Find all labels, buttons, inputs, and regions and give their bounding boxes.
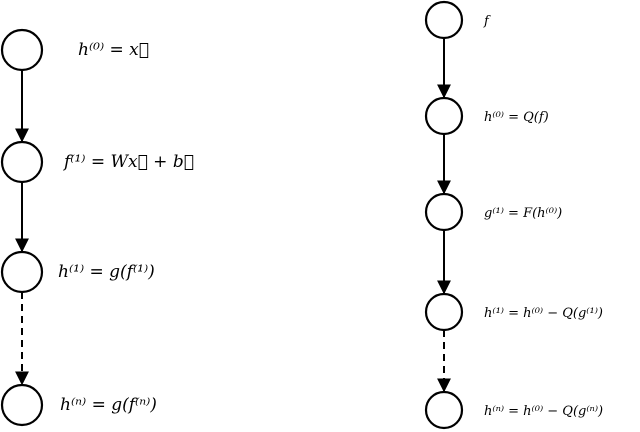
left-node-2 (0, 250, 44, 294)
right-node-0 (424, 0, 464, 40)
right-node-4 (424, 390, 464, 430)
left-node-2-label: h⁽¹⁾ = g(f⁽¹⁾) (58, 262, 155, 282)
right-node-0-label: f (483, 14, 491, 29)
right-node-4-label: h⁽ⁿ⁾ = h⁽⁰⁾ − Q(g⁽ⁿ⁾) (484, 404, 603, 419)
right-node-3 (424, 292, 464, 332)
left-node-3-label: h⁽ⁿ⁾ = g(f⁽ⁿ⁾) (60, 395, 157, 415)
left-node-0-label: h⁽⁰⁾ = x⃗ (78, 40, 149, 60)
left-node-0 (0, 28, 44, 72)
left-node-1-label: f⁽¹⁾ = Wx⃗ + b⃗ (62, 152, 194, 172)
right-node-3-label: h⁽¹⁾ = h⁽⁰⁾ − Q(g⁽¹⁾) (484, 306, 603, 321)
right-node-2 (424, 192, 464, 232)
labels-layer: h⁽⁰⁾ = x⃗ f⁽¹⁾ = Wx⃗ + b⃗ h⁽¹⁾ = g(f⁽¹⁾) h⁽… (58, 14, 603, 419)
right-node-1 (424, 96, 464, 136)
right-node-2-label: g⁽¹⁾ = F(h⁽⁰⁾) (484, 206, 562, 221)
nodes-layer (0, 0, 464, 430)
left-node-1 (0, 140, 44, 184)
left-node-3 (0, 383, 44, 427)
right-node-1-label: h⁽⁰⁾ = Q(f) (484, 110, 549, 125)
edges-layer (15, 38, 451, 393)
